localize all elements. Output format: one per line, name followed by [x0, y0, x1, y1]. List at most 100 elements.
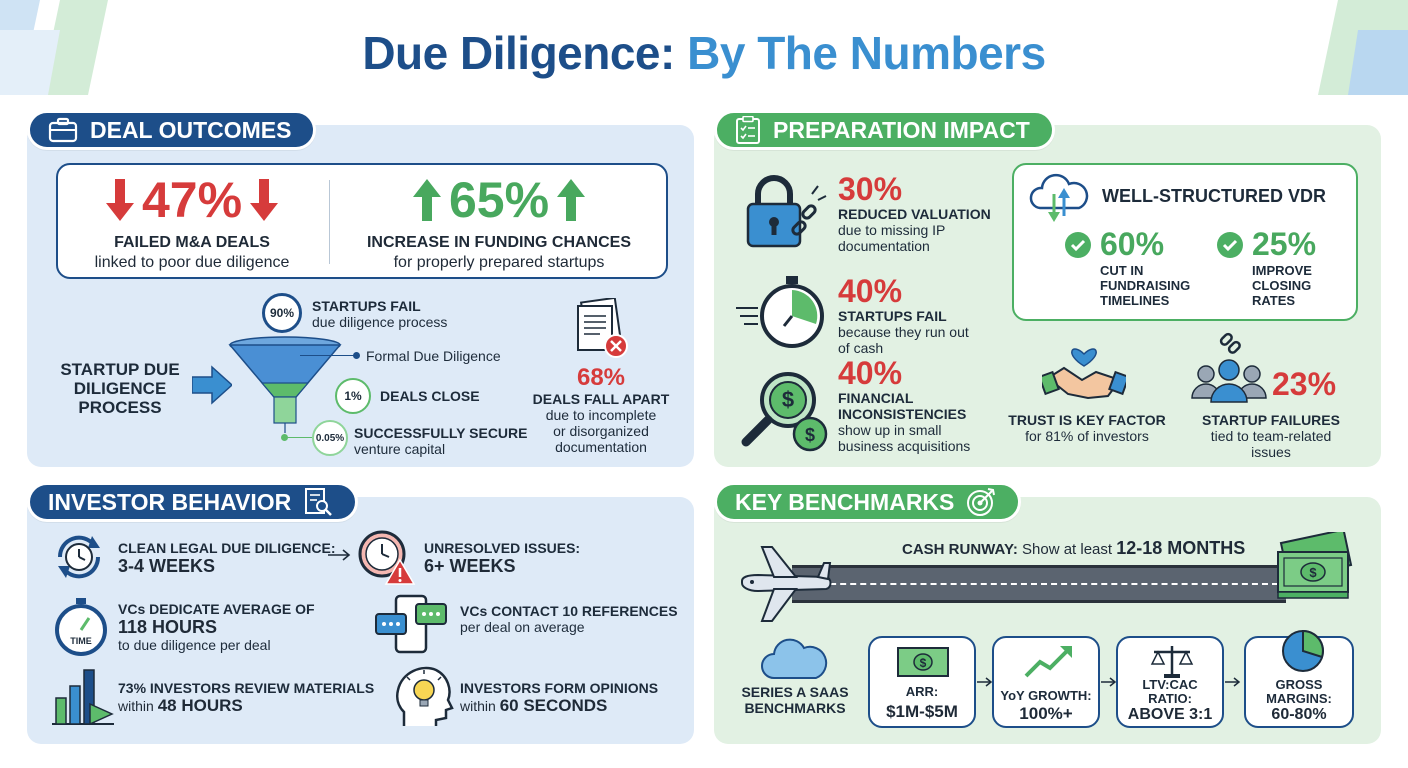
failed-deals-sub: linked to poor due diligence — [94, 254, 290, 271]
team-label: STARTUP FAILURES — [1202, 412, 1340, 428]
corner-decoration-right — [1298, 0, 1408, 95]
prep-item-3-label: FINANCIAL — [838, 390, 914, 406]
references-sub: per deal on average — [460, 619, 585, 635]
hours-value: 118 HOURS — [118, 617, 218, 637]
unresolved-stat: UNRESOLVED ISSUES: 6+ WEEKS — [424, 540, 644, 576]
clean-dd-stat: CLEAN LEGAL DUE DILIGENCE: 3-4 WEEKS — [118, 540, 338, 576]
bar-chart-arrow-icon — [52, 669, 114, 726]
pie-chart-icon — [1282, 629, 1324, 672]
corner-decoration-left — [0, 0, 110, 95]
fall-apart-sub-3: documentation — [555, 439, 647, 455]
failed-deals-value: 47% — [141, 172, 243, 228]
check-circle-icon — [1217, 231, 1243, 258]
scale-icon — [1150, 646, 1194, 678]
broken-lock-icon — [746, 175, 827, 248]
head-lightbulb-icon — [396, 666, 454, 726]
funnel-stage3-label: SUCCESSFULLY SECURE — [354, 425, 528, 441]
prep-item-2-sub-1: because they run out — [838, 324, 969, 340]
vdr-stat-a-label-3: TIMELINES — [1100, 293, 1170, 308]
funnel-stage2-badge: 1% — [335, 378, 371, 414]
vdr-stat-b-value: 25% — [1252, 226, 1317, 262]
funnel-stage3-sub: venture capital — [354, 441, 446, 457]
benchmark-arr-value: $1M-$5M — [886, 702, 958, 721]
funding-stat: 65% INCREASE IN FUNDING CHANCES for prop… — [340, 172, 658, 272]
deal-outcomes-stats-card — [56, 163, 668, 279]
vdr-stat-a: 60% CUT IN FUNDRAISING TIMELINES — [1064, 226, 1214, 308]
clock-warning-icon — [358, 530, 416, 585]
trust-stat: TRUST IS KEY FACTOR for 81% of investors — [1002, 412, 1172, 444]
prep-item-3-sub-2: business acquisitions — [838, 438, 971, 454]
process-arrow-icon — [192, 365, 232, 405]
documents-error-icon — [577, 298, 628, 358]
stats-divider — [329, 180, 330, 264]
benchmark-arr-label: ARR: — [905, 684, 939, 699]
arrow-up-icon — [557, 179, 586, 221]
funnel-stage1-value: 90% — [269, 306, 295, 320]
briefcase-icon — [48, 117, 78, 143]
funnel-stage2-value: 1% — [344, 389, 362, 403]
fall-apart-label: DEALS FALL APART — [532, 391, 670, 407]
funnel-stage1-label: STARTUPS FAIL — [312, 298, 421, 314]
funnel-stage1-sub: due diligence process — [312, 314, 448, 330]
runway-mid: Show at least — [1022, 541, 1113, 558]
benchmark-margins-label: GROSS — [1275, 677, 1323, 692]
benchmark-ltv-label-2: RATIO: — [1148, 691, 1192, 706]
funding-sub: for properly prepared startups — [393, 254, 605, 271]
trust-sub: for 81% of investors — [1025, 428, 1149, 444]
stopwatch-time-icon: TIME — [55, 598, 107, 656]
vdr-stat-a-value: 60% — [1100, 226, 1165, 262]
prep-item-3-value: 40% — [838, 355, 903, 391]
prep-item-2-label: STARTUPS FAIL — [838, 308, 947, 324]
investor-behavior-header: INVESTOR BEHAVIOR — [27, 482, 359, 522]
money-bill-icon: $ — [897, 647, 949, 677]
prep-item-3-sub-1: show up in small — [838, 422, 942, 438]
prep-item-3: 40% FINANCIAL INCONSISTENCIES show up in… — [838, 356, 1008, 454]
prep-item-2-value: 40% — [838, 273, 903, 309]
unresolved-value: 6+ WEEKS — [424, 556, 516, 576]
svg-text:$: $ — [782, 387, 794, 412]
stage3-connector — [284, 437, 314, 438]
vdr-stat-a-label-1: CUT IN — [1100, 263, 1144, 278]
target-icon — [967, 488, 996, 516]
funnel-stage1-text: STARTUPS FAIL due diligence process — [312, 298, 512, 330]
prep-item-1-sub-1: due to missing IP — [838, 222, 946, 238]
prep-item-1-sub-2: documentation — [838, 238, 930, 254]
handshake-heart-icon — [1042, 348, 1126, 400]
hours-stat: VCs DEDICATE AVERAGE OF 118 HOURS to due… — [118, 601, 348, 653]
svg-text:$: $ — [805, 425, 815, 445]
vdr-title: WELL-STRUCTURED VDR — [1102, 186, 1326, 206]
opinions-label: INVESTORS FORM OPINIONS — [460, 680, 659, 696]
benchmark-margins-label-2: MARGINS: — [1266, 691, 1332, 706]
opinions-value: 60 SECONDS — [499, 696, 608, 715]
fall-apart-stat: 68% DEALS FALL APART due to incomplete o… — [526, 364, 676, 456]
funding-value: 65% — [448, 172, 550, 228]
benchmark-card-margins: GROSS MARGINS: 60-80% — [1244, 629, 1354, 728]
team-sub-2: issues — [1251, 444, 1291, 460]
fall-apart-value: 68% — [576, 364, 626, 391]
failed-deals-label: FAILED M&A DEALS — [114, 234, 270, 251]
arrow-right-icon — [328, 549, 351, 561]
prep-item-1-value: 30% — [838, 171, 903, 207]
cash-stack-icon: $ — [1277, 532, 1353, 599]
airplane-icon — [741, 546, 832, 622]
formal-dd-label: Formal Due Diligence — [366, 348, 501, 364]
funnel-stage2-label: DEALS CLOSE — [380, 388, 480, 404]
formal-dd-connector — [300, 355, 356, 356]
fall-apart-sub-1: due to incomplete — [545, 407, 657, 423]
review-stat: 73% INVESTORS REVIEW MATERIALS within 48… — [118, 680, 388, 716]
preparation-impact-header: PREPARATION IMPACT — [714, 110, 1055, 150]
benchmark-card-arr: $ ARR: $1M-$5M — [868, 636, 976, 728]
deal-outcomes-title: DEAL OUTCOMES — [90, 116, 292, 143]
runway-prefix: CASH RUNWAY: — [902, 541, 1018, 558]
opinions-sub: within — [460, 698, 496, 714]
prep-item-1-label: REDUCED VALUATION — [838, 206, 991, 222]
growth-arrow-icon — [1024, 646, 1072, 678]
investor-behavior-panel — [27, 497, 694, 744]
checklist-icon — [736, 116, 760, 144]
vdr-stat-a-label-2: FUNDRAISING — [1100, 278, 1191, 293]
stopwatch-time-text: TIME — [70, 636, 92, 646]
prep-item-2-sub-2: of cash — [838, 340, 884, 356]
hours-label: VCs DEDICATE AVERAGE OF — [118, 601, 315, 617]
funnel-icon — [228, 336, 342, 433]
team-sub-1: tied to team-related — [1210, 428, 1332, 444]
